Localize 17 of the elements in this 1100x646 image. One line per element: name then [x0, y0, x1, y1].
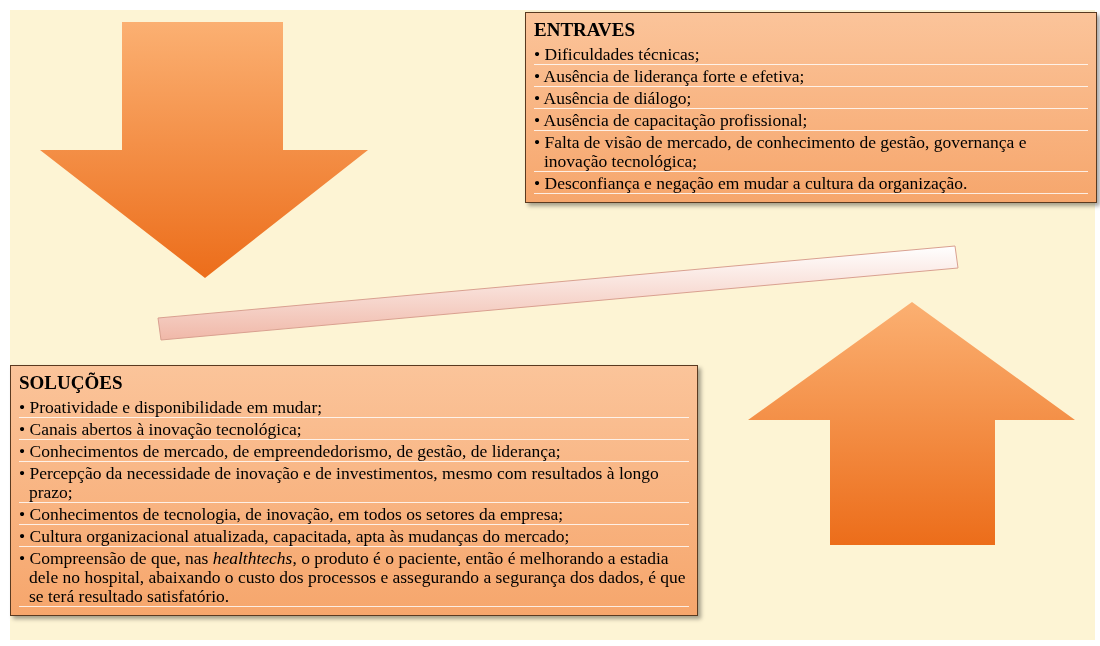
bullet-item: • Conhecimentos de mercado, de empreendedorismo, de gestão, de liderança;	[19, 442, 689, 462]
panel-heading: SOLUÇÕES	[19, 372, 124, 394]
bullet-item: • Dificuldades técnicas;	[534, 45, 1088, 65]
bullet-item: • Desconfiança e negação em mudar a cultura da organização.	[534, 174, 1088, 194]
text-panel	[525, 12, 1097, 203]
bullet-item: • Ausência de capacitação profissional;	[534, 111, 1088, 131]
panel-heading: ENTRAVES	[534, 19, 637, 41]
bullet-item: • Percepção da necessidade de inovação e de investimentos, mesmo com resultados à longo prazo;	[19, 464, 689, 503]
bullet-item: • Conhecimentos de tecnologia, de inovação, em todos os setores da empresa;	[19, 505, 689, 525]
bullet-item: • Falta de visão de mercado, de conhecimento de gestão, governança e inovação tecnológica;	[534, 133, 1088, 172]
text-panel	[10, 365, 698, 616]
bullet-item: • Compreensão de que, nas healthtechs, o produto é o paciente, então é melhorando a estadia dele no hospital, abaixando o custo dos processos e assegurando a segurança dos dados, é que se terá resultado satisfatório.	[19, 549, 689, 607]
bullet-item: • Canais abertos à inovação tecnológica;	[19, 420, 689, 440]
bullet-item: • Ausência de diálogo;	[534, 89, 1088, 109]
bullet-item: • Cultura organizacional atualizada, capacitada, apta às mudanças do mercado;	[19, 527, 689, 547]
bullet-item: • Proatividade e disponibilidade em mudar;	[19, 398, 689, 418]
bullet-item: • Ausência de liderança forte e efetiva;	[534, 67, 1088, 87]
